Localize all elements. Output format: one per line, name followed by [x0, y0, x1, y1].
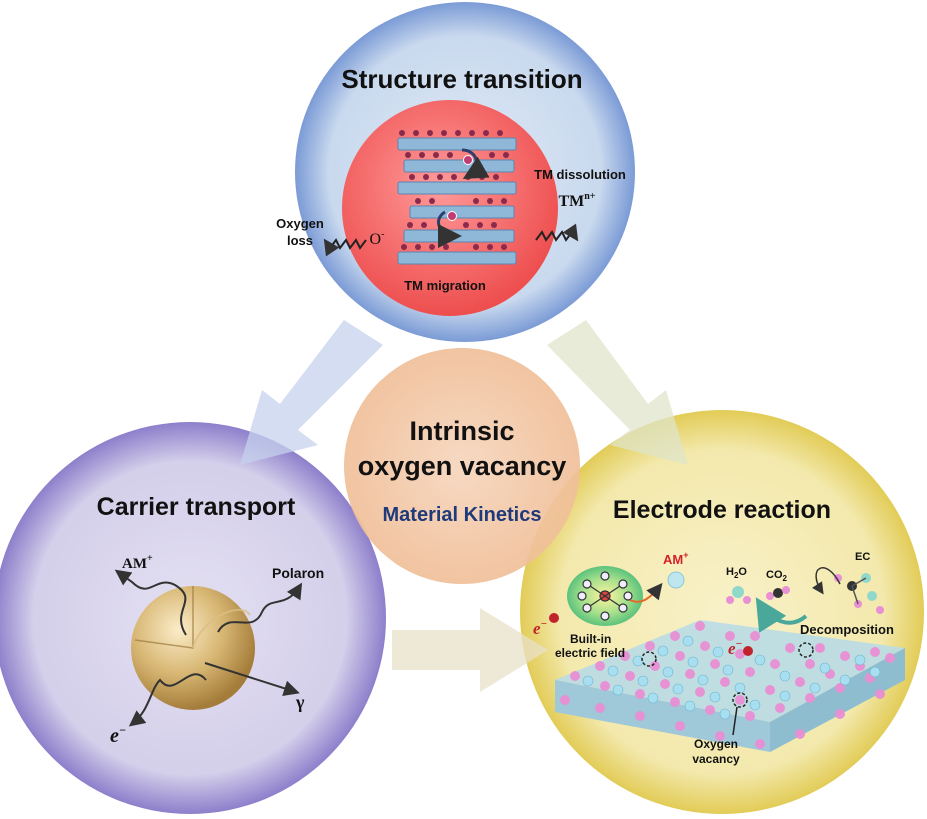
am-ion-path — [114, 569, 187, 636]
electrode-electron-1: e− — [533, 618, 547, 638]
co2-label: CO2 — [766, 569, 788, 583]
electron-ball-2 — [743, 646, 753, 656]
electrode-electron-2: e− — [728, 638, 742, 658]
ec-molecule — [834, 573, 884, 614]
o-ion-label: O- — [370, 229, 385, 248]
gamma-path — [204, 662, 300, 696]
oxygen-loss-line2: loss — [287, 233, 313, 248]
oxygen-loss-line1: Oxygen — [276, 216, 324, 231]
builtin-line1: Built-in — [570, 632, 611, 646]
arrow-carrier-to-electrode — [392, 608, 548, 692]
arrow-structure-to-electrode — [547, 320, 688, 465]
center-title-line2: oxygen vacancy — [358, 451, 567, 481]
vacancy-marker-1 — [641, 651, 657, 667]
structure-title: Structure transition — [341, 64, 582, 94]
am-ion-ball — [667, 571, 685, 589]
tm-dissolution-label: TM dissolution — [534, 167, 626, 182]
h2o-molecule — [726, 586, 751, 604]
center-subtitle: Material Kinetics — [383, 504, 542, 526]
decomposition-label: Decomposition — [800, 622, 894, 637]
decomposition-arrow — [755, 597, 808, 633]
layered-lattice — [397, 130, 517, 265]
oxygen-loss-wave — [323, 238, 367, 257]
am-ion-label: AM+ — [122, 553, 153, 572]
vacancy-marker-2 — [798, 642, 814, 658]
center-title-line1: Intrinsic — [409, 416, 514, 446]
polaron-label: Polaron — [272, 565, 324, 581]
vacancy-marker-3 — [732, 692, 748, 708]
arrow-structure-to-carrier — [240, 320, 383, 465]
tm-ion-label: TMn+ — [558, 191, 595, 210]
oxygen-vacancy-line2: vacancy — [692, 752, 740, 766]
gamma-label: γ — [295, 692, 305, 712]
center-circle — [344, 348, 580, 584]
electrode-lattice — [555, 620, 905, 752]
electron-label: e− — [110, 723, 126, 747]
tm-migration-label: TM migration — [404, 278, 486, 293]
electron-ball-1 — [549, 613, 559, 623]
carrier-title: Carrier transport — [97, 493, 296, 521]
am-ion-arrow — [629, 582, 663, 603]
h2o-label: H2O — [726, 566, 747, 580]
vacancy-pointer — [732, 706, 738, 736]
tm-dissolution-wave — [535, 223, 579, 242]
electron-path — [128, 673, 207, 727]
dipole-cluster — [577, 571, 633, 621]
builtin-line2: electric field — [555, 646, 625, 660]
sphere-highlight — [192, 608, 251, 649]
electrode-am-label: AM+ — [663, 550, 688, 567]
ec-arrow — [812, 567, 841, 595]
oxygen-vacancy-line1: Oxygen — [694, 737, 738, 751]
ec-label: EC — [855, 551, 870, 563]
polaron-path — [217, 582, 303, 633]
electrode-title: Electrode reaction — [613, 496, 831, 524]
